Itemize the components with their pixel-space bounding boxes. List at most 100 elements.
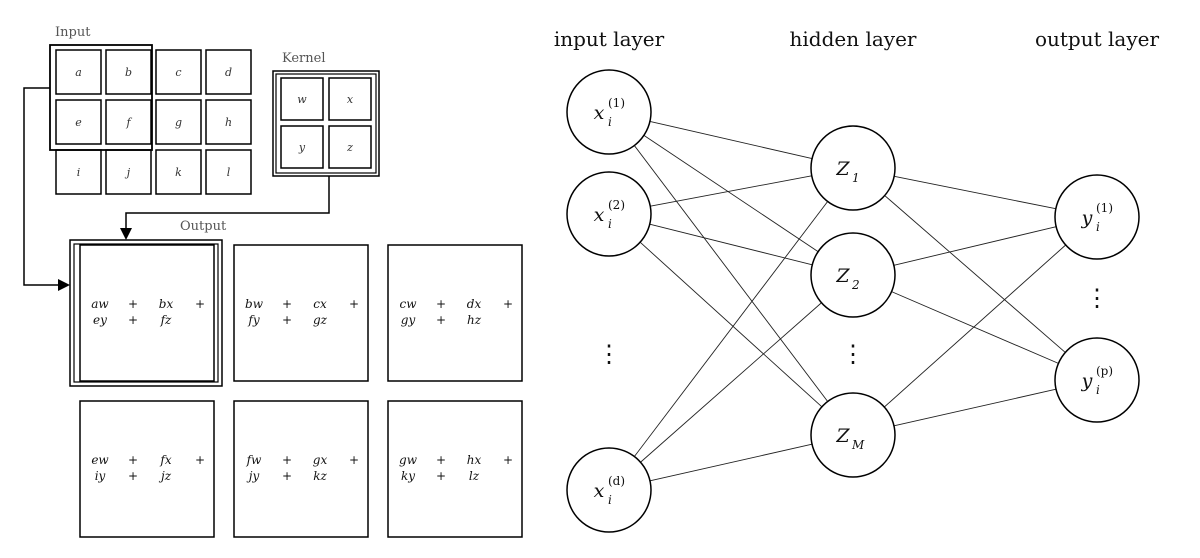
hidden-node-subscript: 2 bbox=[851, 278, 860, 292]
hidden-node-subscript: M bbox=[851, 438, 865, 452]
plus-sign: + bbox=[195, 297, 205, 311]
kernel-cell-label: x bbox=[347, 93, 354, 106]
connection-edge bbox=[894, 175, 1056, 210]
input-cell-label: f bbox=[125, 116, 132, 129]
product-term: bw bbox=[245, 297, 264, 311]
input-node-superscript: (2) bbox=[608, 198, 625, 212]
input-node-symbol: x bbox=[594, 204, 605, 226]
product-term: ky bbox=[401, 469, 415, 483]
connection-edge bbox=[893, 226, 1057, 266]
kernel-cell bbox=[328, 125, 372, 169]
connection-edge bbox=[884, 195, 1066, 353]
product-term: ew bbox=[91, 453, 109, 467]
kernel-frame-inner bbox=[275, 73, 377, 174]
output-cell bbox=[387, 400, 523, 538]
output-layer-label: output layer bbox=[1035, 27, 1159, 51]
connection-edge bbox=[633, 145, 829, 402]
product-term: iy bbox=[95, 469, 106, 483]
hidden-node-circle bbox=[810, 125, 896, 211]
input-node-circle bbox=[566, 447, 652, 533]
kernel-cell-label: y bbox=[298, 141, 306, 154]
plus-sign: + bbox=[128, 469, 138, 483]
input-node-superscript: (1) bbox=[608, 96, 625, 110]
connection-edge bbox=[891, 291, 1059, 364]
plus-sign: + bbox=[436, 297, 446, 311]
input-to-output-arrow bbox=[23, 87, 70, 291]
plus-sign: + bbox=[436, 313, 446, 327]
plus-sign: + bbox=[282, 313, 292, 327]
input-cell bbox=[155, 149, 202, 195]
plus-sign: + bbox=[349, 297, 359, 311]
input-cell bbox=[105, 49, 152, 95]
input-node-symbol: x bbox=[594, 480, 605, 502]
product-term: aw bbox=[91, 297, 109, 311]
hidden-node-symbol: Z bbox=[835, 425, 850, 447]
connection-edge bbox=[650, 175, 812, 207]
kernel-cell bbox=[280, 125, 324, 169]
output-cell bbox=[233, 244, 369, 382]
plus-sign: + bbox=[503, 297, 513, 311]
connection-edge bbox=[649, 120, 813, 160]
output-label: Output bbox=[180, 219, 227, 234]
product-term: dx bbox=[467, 297, 482, 311]
plus-sign: + bbox=[195, 453, 205, 467]
output-node-subscript: i bbox=[1096, 220, 1100, 234]
plus-sign: + bbox=[282, 469, 292, 483]
hidden-node-symbol: Z bbox=[835, 158, 850, 180]
hidden-node-subscript: 1 bbox=[852, 171, 860, 185]
input-cell-label: c bbox=[175, 66, 181, 79]
product-term: fw bbox=[246, 453, 262, 467]
output-cell bbox=[79, 400, 215, 538]
input-cell bbox=[55, 49, 102, 95]
input-cell bbox=[205, 99, 252, 145]
output-node-circle bbox=[1054, 337, 1140, 423]
output-grid: aw+bx+ey+fzbw+cx+fy+gzcw+dx+gy+hzew+fx+i… bbox=[69, 239, 523, 538]
input-node-circle bbox=[566, 171, 652, 257]
output-highlight-inner bbox=[73, 243, 219, 383]
product-term: jy bbox=[246, 469, 260, 483]
hidden-node-symbol: Z bbox=[835, 265, 850, 287]
output-node-subscript: i bbox=[1096, 383, 1100, 397]
input-cell-label: l bbox=[227, 166, 231, 179]
input-cell bbox=[205, 49, 252, 95]
kernel-frame-outer bbox=[272, 70, 380, 177]
input-cell bbox=[205, 149, 252, 195]
connection-edge bbox=[639, 241, 823, 408]
input-ellipsis: ⋮ bbox=[597, 340, 621, 368]
output-highlight-outer bbox=[69, 239, 223, 387]
product-term: fy bbox=[247, 313, 259, 327]
input-cell-label: i bbox=[77, 166, 81, 179]
product-term: bx bbox=[159, 297, 174, 311]
plus-sign: + bbox=[282, 453, 292, 467]
product-term: cw bbox=[400, 297, 418, 311]
plus-sign: + bbox=[282, 297, 292, 311]
output-node-circle bbox=[1054, 174, 1140, 260]
product-term: gw bbox=[399, 453, 418, 467]
plus-sign: + bbox=[503, 453, 513, 467]
product-term: hz bbox=[467, 313, 482, 327]
input-label: Input bbox=[55, 25, 91, 40]
input-node-subscript: i bbox=[608, 493, 612, 507]
kernel-cell-label: z bbox=[346, 141, 353, 154]
input-cell-label: h bbox=[225, 116, 232, 129]
product-term: lz bbox=[469, 469, 480, 483]
product-term: gy bbox=[401, 313, 416, 327]
product-term: ey bbox=[93, 313, 107, 327]
input-cell-label: k bbox=[175, 166, 182, 179]
input-cell-label: j bbox=[124, 166, 131, 179]
output-node-superscript: (1) bbox=[1096, 201, 1113, 215]
input-node-subscript: i bbox=[608, 115, 612, 129]
kernel-grid: w x y z bbox=[272, 70, 380, 177]
product-term: cx bbox=[313, 297, 327, 311]
output-ellipsis: ⋮ bbox=[1085, 284, 1109, 312]
plus-sign: + bbox=[128, 313, 138, 327]
output-cell bbox=[79, 244, 215, 382]
input-cell-label: a bbox=[75, 66, 82, 79]
input-layer-label: input layer bbox=[554, 27, 665, 51]
kernel-cell-label: w bbox=[297, 93, 307, 106]
connection-edge bbox=[649, 223, 813, 266]
